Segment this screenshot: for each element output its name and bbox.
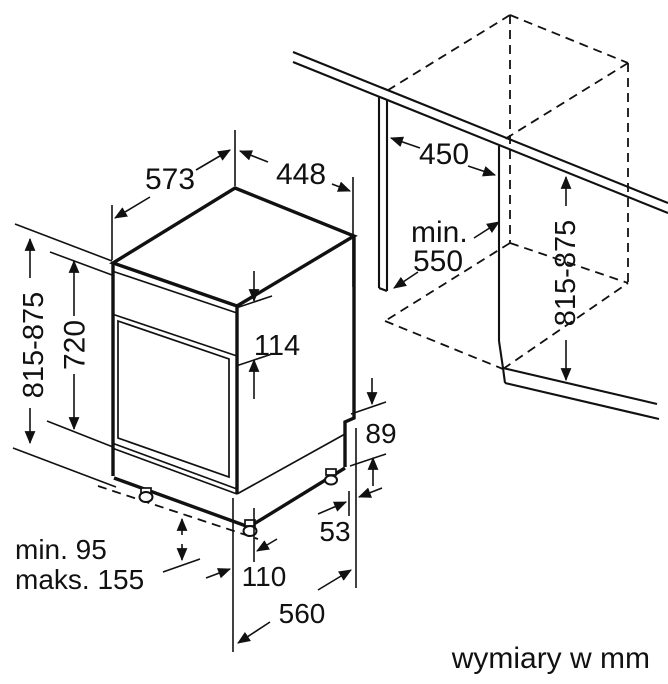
dim-label-niche-width: 450 [419,138,469,171]
dim-label-top-width: 448 [276,158,326,191]
countertop-edge [292,51,668,214]
extension-lines [12,130,387,652]
dim-label-front-height: 720 [59,320,92,370]
appliance-body [109,186,358,529]
dim-label-niche-depth-min-word: min. [411,216,468,249]
dimension-arrows [24,136,572,644]
niche-side-panel [377,97,389,292]
floor-line-min [97,485,259,540]
dim-label-top-depth: 573 [145,163,195,196]
dim-label-appliance-height: 815-875 [18,292,50,398]
units-note: wymiary w mm [451,642,650,675]
dim-label-niche-height: 815-875 [550,220,582,326]
dim-label-rear-foot-offset: 53 [319,516,350,547]
dim-label-base-depth: 560 [279,598,326,629]
dim-label-plinth-max: maks. 155 [15,564,144,595]
dim-label-front-foot-offset: 110 [242,561,287,592]
dim-label-plinth-min: min. 95 [15,534,107,565]
niche-right-wall-and-plinth [497,146,660,421]
dim-label-control-panel-height: 114 [254,330,300,362]
niche-dashed-box [384,14,629,370]
dimension-labels: 573 448 450 min. 550 815-875 815-875 720… [15,138,650,675]
dim-label-rear-clearance: 89 [365,418,396,449]
dim-label-niche-depth-min-value: 550 [413,245,463,278]
